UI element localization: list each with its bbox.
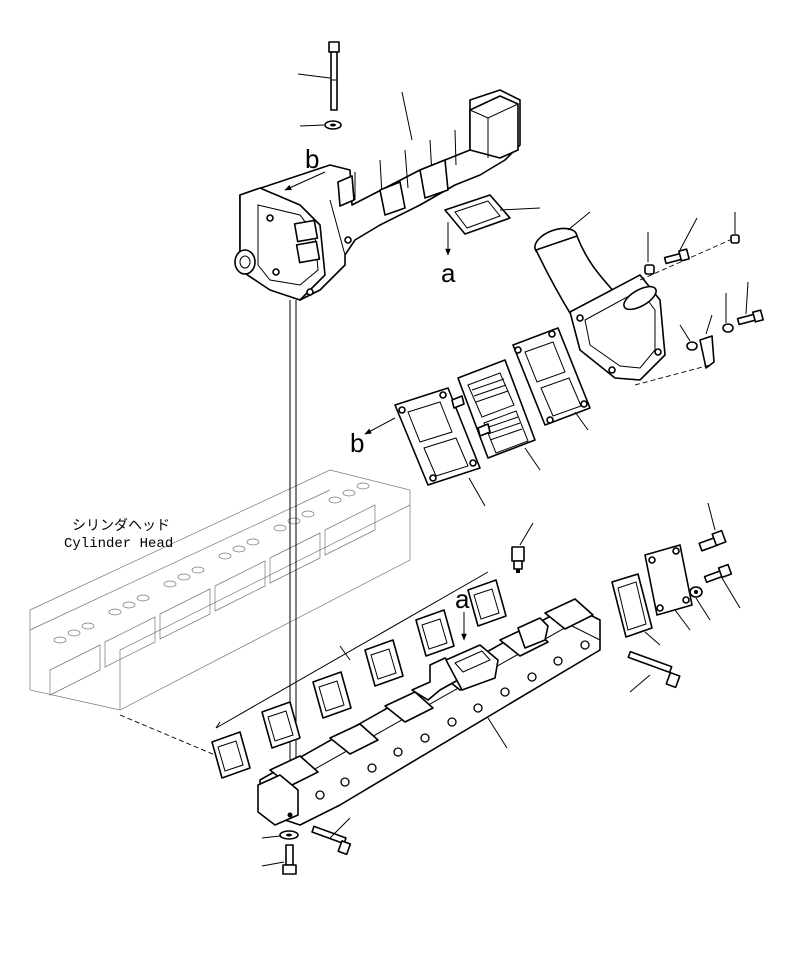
leader-clamp-bolt xyxy=(745,281,749,315)
head-valve-port xyxy=(136,594,150,602)
head-valve-port xyxy=(191,566,205,574)
leader-gasket-left xyxy=(468,477,486,507)
head-cylinder-section xyxy=(104,616,156,668)
leader-bottom-bolt-h xyxy=(329,817,351,839)
cylinder-head-label-en: Cylinder Head xyxy=(64,536,173,552)
long-bolt-top xyxy=(328,41,340,111)
gasket-large-left xyxy=(394,387,481,486)
manifold-gaskets-row xyxy=(211,579,507,779)
leader-elbow xyxy=(567,211,591,231)
leader-gasket-row xyxy=(339,645,351,661)
cylinder-head-block xyxy=(29,469,411,711)
leader-cover-gasket xyxy=(644,631,661,646)
plate-bolt xyxy=(703,563,733,584)
leader-heat-shield xyxy=(524,447,541,471)
leader-elbow-stud xyxy=(679,217,698,251)
stud-with-nut xyxy=(698,529,727,552)
head-valve-port xyxy=(356,482,370,490)
view-a-label-upper: a xyxy=(441,258,456,288)
dash-head-to-gasket xyxy=(119,714,216,756)
lower-exhaust-manifold xyxy=(257,598,601,826)
bottom-bolt-vertical xyxy=(282,844,297,875)
leader-long-bolt-right xyxy=(629,674,651,693)
head-valve-port xyxy=(177,573,191,581)
long-bolt-right xyxy=(627,650,681,689)
leader-long-bolt xyxy=(297,73,331,79)
head-valve-port xyxy=(108,608,122,616)
temperature-sensor xyxy=(511,546,525,573)
leader-washer-top xyxy=(299,124,325,127)
bottom-bolt-horizontal xyxy=(311,825,352,856)
head-valve-port xyxy=(342,489,356,497)
leader-clamp-washer xyxy=(679,324,691,342)
leader-bottom-washer xyxy=(261,835,281,839)
head-valve-port xyxy=(67,629,81,637)
elbow-nut xyxy=(644,264,655,275)
leader-outlet-gasket xyxy=(499,207,541,211)
elbow-small-nut xyxy=(730,234,740,244)
head-valve-port xyxy=(287,517,301,525)
upper-exhaust-manifold xyxy=(234,89,521,301)
cover-plate xyxy=(644,544,693,616)
view-b-label-upper: b xyxy=(305,144,319,174)
elbow-stud xyxy=(663,248,690,265)
heat-shield-plate xyxy=(451,359,536,459)
leader-plate xyxy=(674,609,691,631)
gasket-large-right xyxy=(512,327,591,426)
head-cylinder-section xyxy=(49,644,101,696)
head-valve-port xyxy=(163,580,177,588)
dash-hardware-2 xyxy=(634,364,711,386)
head-valve-port xyxy=(218,552,232,560)
head-valve-port xyxy=(246,538,260,546)
head-cylinder-section xyxy=(269,532,321,584)
head-valve-port xyxy=(328,496,342,504)
leader-stud xyxy=(707,502,716,531)
cover-gasket xyxy=(611,573,653,638)
clamp-bracket xyxy=(686,309,764,369)
head-valve-port xyxy=(301,510,315,518)
view-b-label-lower: b xyxy=(350,428,364,458)
view-b-arrow-upper xyxy=(284,171,326,191)
leader-bottom-bolt-v xyxy=(261,861,285,867)
bottom-washer xyxy=(279,830,299,840)
head-valve-port xyxy=(122,601,136,609)
view-a-label-lower: a xyxy=(455,584,470,614)
head-cylinder-section xyxy=(214,560,266,612)
head-valve-port xyxy=(273,524,287,532)
plate-washer xyxy=(689,586,703,598)
leader-clamp xyxy=(705,314,713,335)
exhaust-elbow-pipe xyxy=(534,227,666,381)
washer-top xyxy=(324,120,342,130)
cylinder-head-label-jp: シリンダヘッド xyxy=(72,518,170,535)
leader-lower-manifold xyxy=(487,717,508,749)
head-cylinder-section xyxy=(159,588,211,640)
leader-gasket-right xyxy=(574,411,589,431)
leader-upper-manifold xyxy=(401,91,413,141)
leader-plate-washer xyxy=(695,597,711,621)
head-valve-port xyxy=(53,636,67,644)
leader-plate-bolt xyxy=(721,577,741,609)
view-b-arrow-lower xyxy=(364,417,396,435)
outlet-gasket-small xyxy=(444,194,511,235)
head-valve-port xyxy=(232,545,246,553)
leader-sensor xyxy=(519,522,534,546)
head-valve-port xyxy=(81,622,95,630)
dash-hardware-1 xyxy=(639,239,731,281)
head-cylinder-section xyxy=(324,504,376,556)
gasket-row-bracket xyxy=(215,571,489,729)
